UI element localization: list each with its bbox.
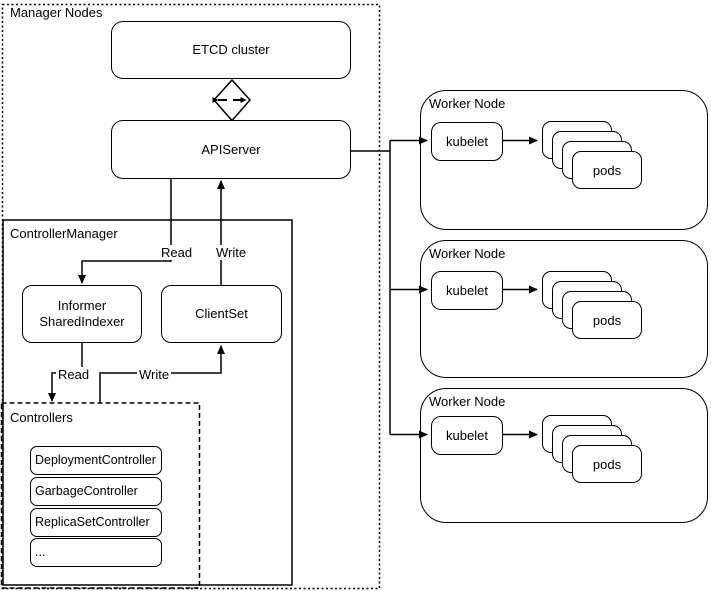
controllers-read-edge-label: Read <box>56 367 92 382</box>
apiserver-to-informer-read-edge <box>78 179 172 284</box>
controller-item-replicaset: ReplicaSetController <box>30 508 162 537</box>
controllers-write-edge-label: Write <box>137 367 172 382</box>
clientset-box: ClientSet <box>161 285 282 343</box>
apiserver-label: APIServer <box>201 141 261 157</box>
controller-manager-title: ControllerManager <box>10 226 118 241</box>
apiserver-box: APIServer <box>111 120 351 179</box>
controller-item-label: ... <box>35 545 46 559</box>
etcd-cluster-box: ETCD cluster <box>111 21 351 79</box>
manager-nodes-title: Manager Nodes <box>10 5 103 20</box>
apiserver-write-edge-label: Write <box>214 245 249 260</box>
controller-item-label: DeploymentController <box>35 453 156 467</box>
clientset-label: ClientSet <box>195 306 248 322</box>
controller-item-label: GarbageController <box>35 484 138 498</box>
controller-item-more: ... <box>30 538 162 567</box>
pods-stack-2: pods <box>542 271 643 340</box>
kubelet-label: kubelet <box>446 282 488 298</box>
worker-node-1: Worker Node kubelet pods <box>420 90 708 230</box>
worker-node-2-title: Worker Node <box>429 246 506 261</box>
apiserver-read-edge-label: Read <box>159 245 195 260</box>
kubelet-box-3: kubelet <box>431 416 503 455</box>
kubelet-box-2: kubelet <box>431 271 503 310</box>
kubelet-label: kubelet <box>446 427 488 443</box>
worker-node-3: Worker Node kubelet pods <box>420 388 708 523</box>
etcd-cluster-label: ETCD cluster <box>192 42 270 58</box>
controllers-title: Controllers <box>10 410 73 425</box>
worker-node-2: Worker Node kubelet pods <box>420 240 708 378</box>
pods-label: pods <box>592 456 622 472</box>
controller-item-garbage: GarbageController <box>30 477 162 506</box>
worker-node-1-title: Worker Node <box>429 96 506 111</box>
controller-item-label: ReplicaSetController <box>35 515 150 529</box>
pod-card-front: pods <box>572 445 642 483</box>
pods-stack-3: pods <box>542 415 643 484</box>
worker-node-3-title: Worker Node <box>429 394 506 409</box>
pods-stack-1: pods <box>542 121 643 190</box>
pods-label: pods <box>592 162 622 178</box>
pod-card-front: pods <box>572 301 642 339</box>
pod-card-front: pods <box>572 151 642 189</box>
pods-label: pods <box>592 312 622 328</box>
kubelet-label: kubelet <box>446 133 488 149</box>
kubelet-box-1: kubelet <box>431 122 503 161</box>
controller-item-deployment: DeploymentController <box>30 446 162 475</box>
